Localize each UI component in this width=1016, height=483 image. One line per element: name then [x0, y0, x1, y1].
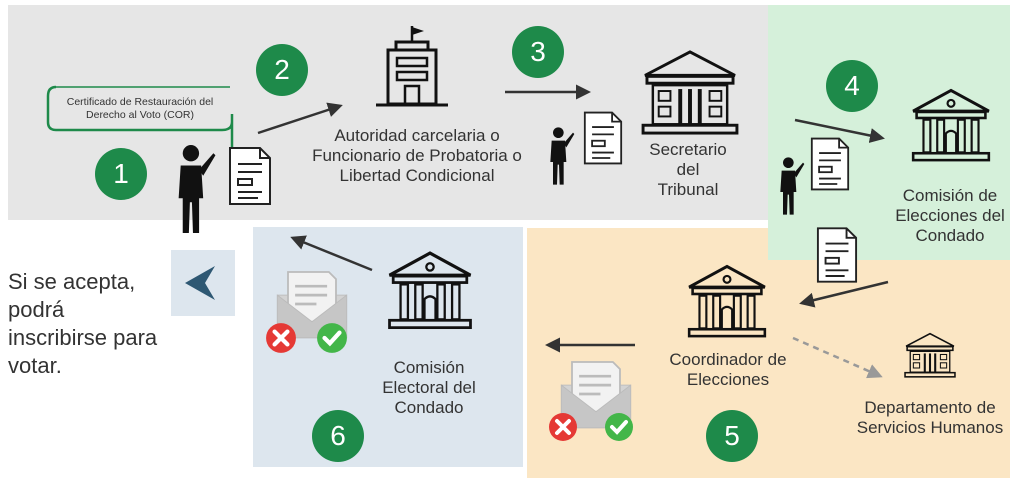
courthouse-icon [638, 48, 742, 136]
arrow-1-2 [257, 102, 343, 135]
coordinator-label: Coordinador de Elecciones [669, 350, 787, 390]
document-icon [816, 226, 858, 284]
arrow-3-4 [794, 118, 885, 143]
clerk-label: Secretario del Tribunal [649, 140, 727, 200]
step-1-badge: 1 [95, 148, 147, 200]
county-commission-label: Comisión Electoral del Condado [382, 358, 476, 418]
human-services-label: Departamento de Servicios Humanos [856, 398, 1004, 438]
reject-icon [548, 412, 578, 442]
person-icon [544, 126, 578, 186]
document-icon [583, 110, 623, 166]
step-2-badge: 2 [256, 44, 308, 96]
person-icon [774, 156, 808, 216]
arrow-6-out [290, 235, 373, 272]
document-icon [228, 146, 272, 206]
office-building-icon [904, 326, 956, 384]
approve-icon [316, 322, 348, 354]
county-board-label: Comisión de Elecciones del Condado [895, 186, 1005, 246]
reject-icon [265, 322, 297, 354]
cor-callout [46, 85, 242, 158]
back-chevron-icon [171, 250, 235, 316]
courthouse-icon [384, 240, 476, 338]
step-5-badge: 5 [706, 410, 758, 462]
accepted-note: Si se acepta, podrá inscribirse para vot… [8, 269, 158, 379]
courthouse-icon [908, 78, 994, 170]
office-building-icon [372, 24, 452, 114]
authority-label: Autoridad carcelaria o Funcionario de Pr… [312, 126, 522, 186]
courthouse-icon [684, 254, 770, 346]
cor-label: Certificado de Restauración del Derecho … [66, 96, 214, 122]
blue-panel [253, 227, 523, 467]
arrow-dashed-hhs [792, 336, 883, 379]
step-3-badge: 3 [512, 26, 564, 78]
green-panel [768, 5, 1010, 260]
document-icon [810, 136, 850, 192]
step-6-badge: 6 [312, 410, 364, 462]
person-icon [174, 143, 216, 235]
approve-icon [604, 412, 634, 442]
step-4-badge: 4 [826, 60, 878, 112]
arrow-4-5 [799, 280, 889, 308]
